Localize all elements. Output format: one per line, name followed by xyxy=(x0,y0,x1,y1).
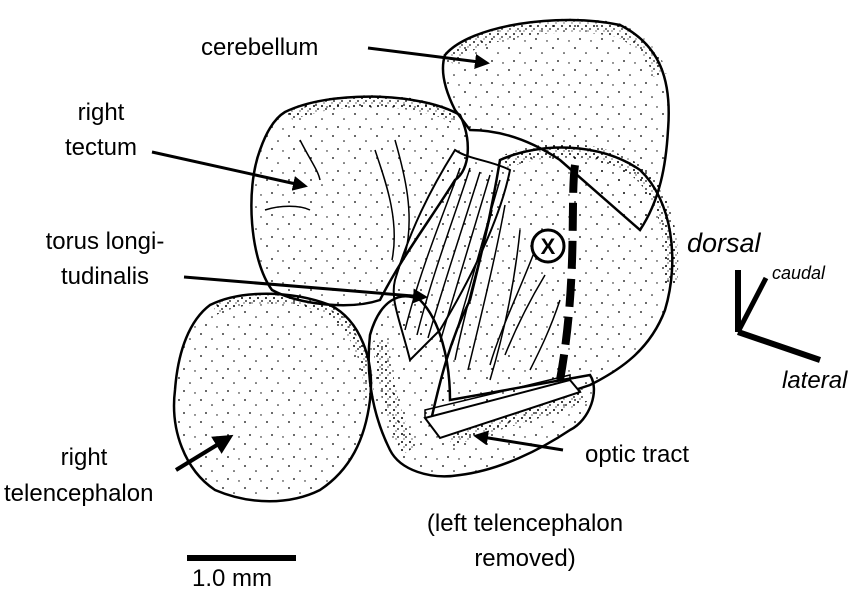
recording-site-marker: X xyxy=(532,230,564,262)
label-torus-line1: torus longi- xyxy=(30,228,180,256)
svg-text:X: X xyxy=(541,234,556,259)
label-cerebellum: cerebellum xyxy=(201,34,318,62)
label-dorsal: dorsal xyxy=(687,228,761,258)
label-right-telencephalon-line2: telencephalon xyxy=(4,480,153,508)
label-optic-tract: optic tract xyxy=(585,441,689,469)
label-left-telencephalon-removed-line1: (left telencephalon xyxy=(380,510,670,538)
label-torus-line2: tudinalis xyxy=(30,263,180,291)
label-caudal: caudal xyxy=(772,262,825,284)
right-telencephalon-shape xyxy=(174,294,371,502)
lateral-axis xyxy=(738,332,820,360)
label-right-tectum-line1: right xyxy=(60,99,142,127)
label-lateral: lateral xyxy=(782,367,847,395)
label-right-telencephalon-line1: right xyxy=(20,444,148,472)
caudal-axis xyxy=(738,278,766,332)
scale-bar-label: 1.0 mm xyxy=(192,565,272,593)
label-right-tectum-line2: tectum xyxy=(48,134,154,162)
label-left-telencephalon-removed-line2: removed) xyxy=(380,545,670,573)
